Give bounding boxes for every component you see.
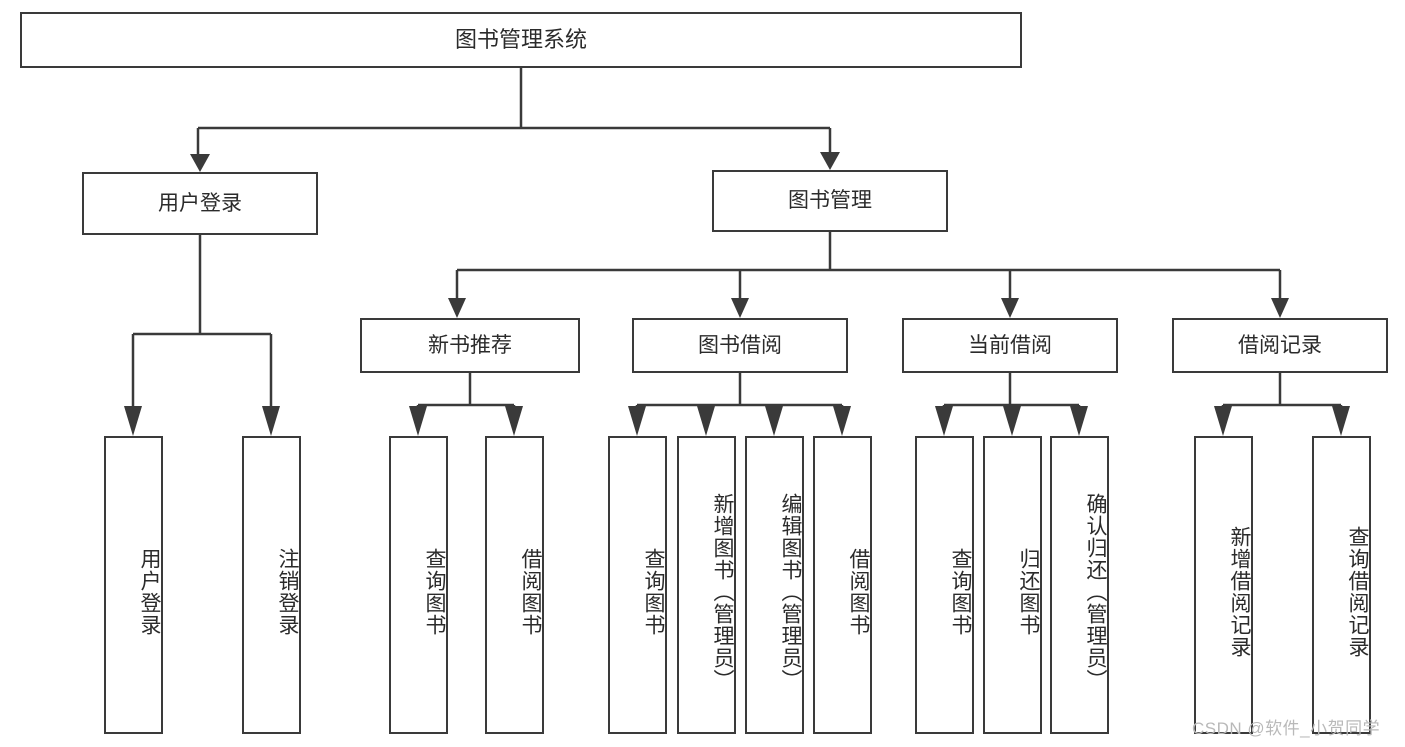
leaf-user-logout-label: 注销登录 [276, 548, 299, 636]
leaf-borrow-query-book-label: 查询图书 [642, 548, 665, 636]
node-book-borrow[interactable]: 图书借阅 [632, 318, 848, 373]
leaf-new-book-query[interactable]: 查询图书 [389, 436, 448, 734]
leaf-borrow-edit-book-label: 编辑图书（管理员） [779, 493, 802, 691]
leaf-new-book-borrow[interactable]: 借阅图书 [485, 436, 544, 734]
leaf-record-add[interactable]: 新增借阅记录 [1194, 436, 1253, 734]
leaf-record-add-label: 新增借阅记录 [1228, 526, 1251, 658]
node-current-borrow[interactable]: 当前借阅 [902, 318, 1118, 373]
leaf-borrow-edit-book[interactable]: 编辑图书（管理员） [745, 436, 804, 734]
watermark: CSDN @软件_小贺同学 [1192, 719, 1381, 738]
leaf-new-book-query-label: 查询图书 [423, 548, 446, 636]
node-book-management[interactable]: 图书管理 [712, 170, 948, 232]
node-borrow-record-label: 借阅记录 [1238, 333, 1322, 357]
leaf-borrow-query-book[interactable]: 查询图书 [608, 436, 667, 734]
node-new-book-recommend-label: 新书推荐 [428, 333, 512, 357]
node-book-management-label: 图书管理 [788, 189, 872, 213]
leaf-user-logout[interactable]: 注销登录 [242, 436, 301, 734]
node-new-book-recommend[interactable]: 新书推荐 [360, 318, 580, 373]
leaf-user-login-label: 用户登录 [138, 548, 161, 636]
leaf-user-login[interactable]: 用户登录 [104, 436, 163, 734]
leaf-current-query-book[interactable]: 查询图书 [915, 436, 974, 734]
node-borrow-record[interactable]: 借阅记录 [1172, 318, 1388, 373]
leaf-current-return-book[interactable]: 归还图书 [983, 436, 1042, 734]
node-user-login[interactable]: 用户登录 [82, 172, 318, 235]
node-root[interactable]: 图书管理系统 [20, 12, 1022, 68]
node-current-borrow-label: 当前借阅 [968, 333, 1052, 357]
leaf-borrow-borrow-book-label: 借阅图书 [847, 548, 870, 636]
leaf-current-confirm-return-label: 确认归还（管理员） [1084, 493, 1107, 691]
node-book-borrow-label: 图书借阅 [698, 333, 782, 357]
leaf-current-query-book-label: 查询图书 [949, 548, 972, 636]
leaf-borrow-add-book-label: 新增图书（管理员） [711, 493, 734, 691]
leaf-current-confirm-return[interactable]: 确认归还（管理员） [1050, 436, 1109, 734]
leaf-record-query-label: 查询借阅记录 [1346, 526, 1369, 658]
leaf-current-return-book-label: 归还图书 [1017, 548, 1040, 636]
node-user-login-label: 用户登录 [158, 191, 242, 215]
leaf-record-query[interactable]: 查询借阅记录 [1312, 436, 1371, 734]
leaf-borrow-add-book[interactable]: 新增图书（管理员） [677, 436, 736, 734]
node-root-label: 图书管理系统 [454, 27, 587, 53]
leaf-new-book-borrow-label: 借阅图书 [519, 548, 542, 636]
leaf-borrow-borrow-book[interactable]: 借阅图书 [813, 436, 872, 734]
